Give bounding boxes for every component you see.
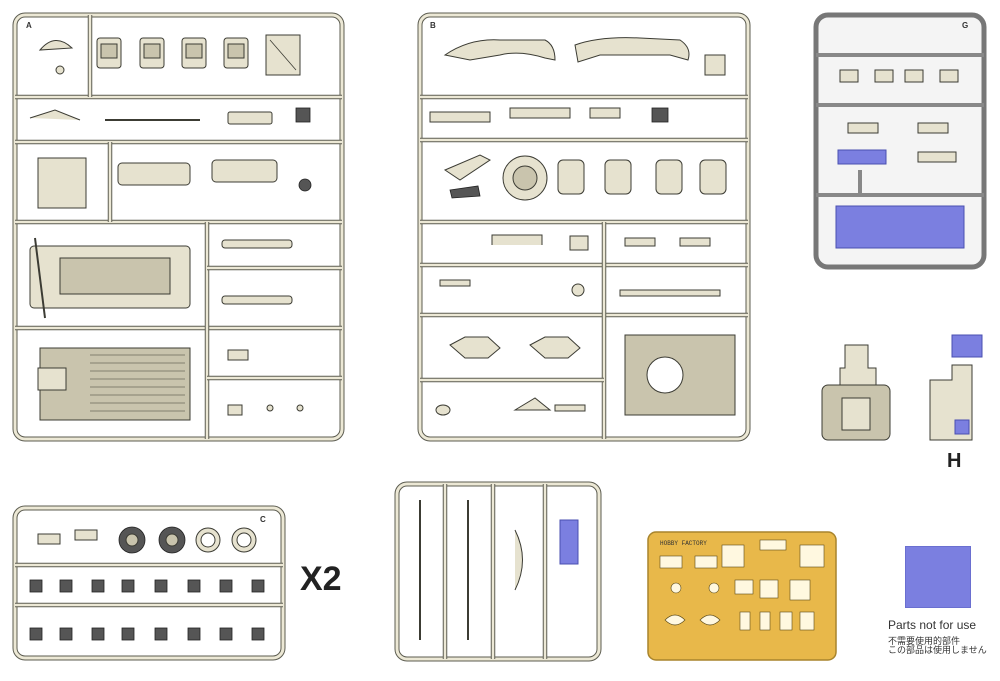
sprue-b: B [417,12,751,442]
legend-text-ja: この部品は使用しません [888,646,987,656]
sprue-small [394,481,602,662]
sprue-b-letter: B [430,21,436,30]
legend-swatch [905,546,971,608]
sprue-a-letter: A [26,21,32,30]
h-parts [821,334,983,441]
unused-part-g1 [837,149,887,165]
unused-part-g2 [835,205,965,249]
multiplier-label: X2 [300,560,342,598]
sprue-g-letter: G [962,21,968,30]
unused-part-h2 [954,419,970,435]
sprue-g: G [813,12,987,270]
unused-part-h1 [951,334,983,358]
sprue-c: C [12,505,286,661]
photo-etch-title: HOBBY FACTORY [660,540,707,547]
photo-etch-fret [647,531,837,661]
sprue-h-label: H [947,450,962,472]
legend-text-en: Parts not for use [888,618,977,632]
unused-part-small [559,519,579,565]
sprue-c-letter: C [260,515,266,524]
legend-text-zh: 不需要使用的部件 [888,637,961,647]
sprue-a: A [12,12,345,442]
